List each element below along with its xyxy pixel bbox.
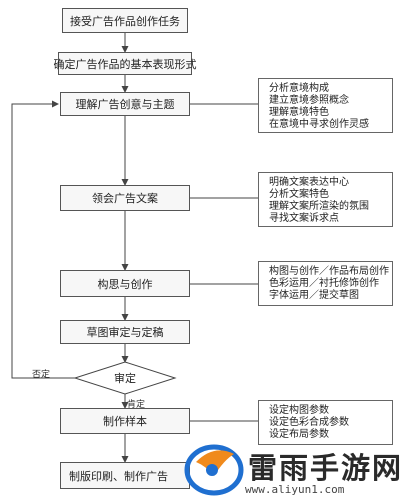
reject-label: 否定 xyxy=(32,370,51,380)
step-draft-review: 草图审定与定稿 xyxy=(60,320,190,344)
note-line: 明确文案表达中心 xyxy=(269,177,349,188)
note-line: 设定构图参数 xyxy=(269,405,329,416)
note-line: 色彩运用／衬托修饰创作 xyxy=(269,278,379,289)
watermark-logo-icon xyxy=(184,444,244,496)
step-conceive-create: 构思与创作 xyxy=(60,270,190,297)
note-line: 设定色彩合成参数 xyxy=(269,417,349,428)
step-make-sample-label: 制作样本 xyxy=(103,415,147,428)
note-line: 寻找文案诉求点 xyxy=(269,213,339,224)
note-line: 建立意境参照概念 xyxy=(269,95,349,106)
note-line: 构图与创作／作品布局创作 xyxy=(269,266,389,277)
step-print-produce: 制版印刷、制作广告 xyxy=(60,462,190,489)
step-make-sample: 制作样本 xyxy=(60,408,190,434)
step-accept-task-label: 接受广告作品创作任务 xyxy=(70,14,180,28)
note-make-sample: 设定构图参数 设定色彩合成参数 设定布局参数 xyxy=(258,400,393,445)
note-line: 在意境中寻求创作灵感 xyxy=(269,119,369,130)
note-line: 分析意境构成 xyxy=(269,83,329,94)
step-determine-form: 确定广告作品的基本表现形式 xyxy=(54,52,197,75)
step-copywriting: 领会广告文案 xyxy=(60,185,190,211)
step-conceive-create-label: 构思与创作 xyxy=(97,277,153,291)
step-understand-idea-label: 理解广告创意与主题 xyxy=(75,98,175,111)
step-understand-idea: 理解广告创意与主题 xyxy=(60,92,190,116)
step-accept-task: 接受广告作品创作任务 xyxy=(62,8,188,33)
decision-label: 审定 xyxy=(114,372,136,385)
approve-label: 肯定 xyxy=(127,400,146,410)
decision-diamond xyxy=(73,361,177,395)
note-line: 字体运用／提交草图 xyxy=(269,290,359,301)
step-print-produce-label: 制版印刷、制作广告 xyxy=(69,469,168,483)
step-draft-review-label: 草图审定与定稿 xyxy=(86,326,164,339)
note-line: 设定布局参数 xyxy=(269,429,329,440)
note-line: 理解意境特色 xyxy=(269,107,329,118)
watermark-url: www.aliyun1.com xyxy=(245,483,345,496)
step-copywriting-label: 领会广告文案 xyxy=(92,192,158,205)
watermark-title: 雷雨手游网 xyxy=(248,451,404,485)
note-line: 分析文案特色 xyxy=(269,189,329,200)
note-copywriting: 明确文案表达中心 分析文案特色 理解文案所渲染的氛围 寻找文案诉求点 xyxy=(258,172,393,227)
note-line: 理解文案所渲染的氛围 xyxy=(269,201,369,212)
step-determine-form-label: 确定广告作品的基本表现形式 xyxy=(53,57,197,71)
note-conceive-create: 构图与创作／作品布局创作 色彩运用／衬托修饰创作 字体运用／提交草图 xyxy=(258,261,393,306)
note-understand-idea: 分析意境构成 建立意境参照概念 理解意境特色 在意境中寻求创作灵感 xyxy=(258,78,393,133)
